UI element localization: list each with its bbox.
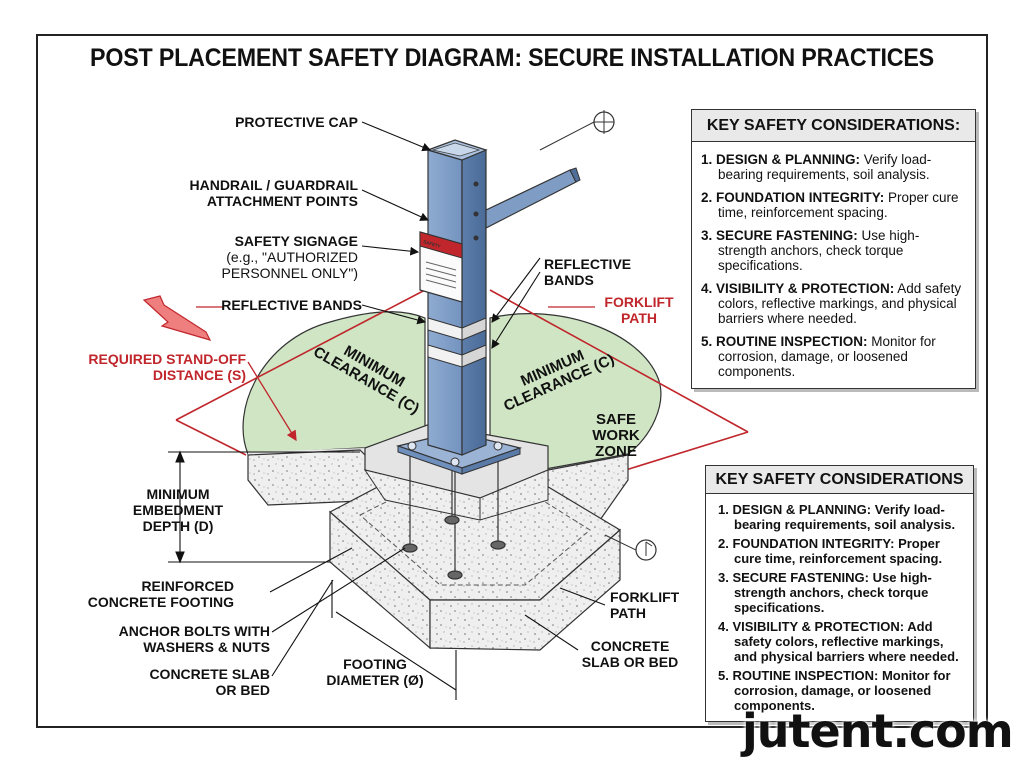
box1-item: 1. DESIGN & PLANNING: Verify load-bearin… xyxy=(692,152,967,182)
box1-item: 3. SECURE FASTENING: Use high-strength a… xyxy=(692,228,967,273)
label-standoff-line2: DISTANCE (S) xyxy=(152,367,246,383)
label-standoff-line1: REQUIRED STAND-OFF xyxy=(88,351,246,367)
label-safe-zone-line3: ZONE xyxy=(595,443,637,460)
safe-work-zone xyxy=(242,311,662,471)
label-concrete-slab-left: CONCRETE SLAB OR BED xyxy=(140,666,270,698)
label-forklift-path-red: FORKLIFT PATH xyxy=(598,294,680,326)
label-slab-right-line1: CONCRETE xyxy=(590,638,670,654)
label-anchor-line2: WASHERS & NUTS xyxy=(143,639,270,655)
forklift-direction-arrow xyxy=(142,295,212,341)
label-embedment-depth: MINIMUM EMBEDMENT DEPTH (D) xyxy=(126,486,230,534)
diagram-frame xyxy=(36,34,988,728)
box1-item-text: Proper cure time, reinforcement spacing. xyxy=(718,190,959,220)
label-forklift-red-line1: FORKLIFT xyxy=(604,294,674,310)
label-diameter-line2: DIAMETER (Ø) xyxy=(326,672,424,688)
box2-list: 1. DESIGN & PLANNING: Verify load-bearin… xyxy=(706,494,973,713)
anchor-bolts xyxy=(402,446,506,580)
box2-item: 4. VISIBILITY & PROTECTION: Add safety c… xyxy=(718,619,959,664)
label-forklift-black-line1: FORKLIFT xyxy=(610,589,680,605)
box1-heading: KEY SAFETY CONSIDERATIONS: xyxy=(692,110,975,142)
box1-item-lead: 5. ROUTINE INSPECTION: xyxy=(701,334,868,349)
label-forklift-red-line2: PATH xyxy=(620,310,658,326)
label-diameter-line1: FOOTING xyxy=(343,656,407,672)
box2-item: 1. DESIGN & PLANNING: Verify load-bearin… xyxy=(718,502,956,532)
label-slab-left-line2: OR BED xyxy=(215,682,270,698)
section-marker-top xyxy=(539,110,615,151)
box1-list: 1. DESIGN & PLANNING: Verify load-bearin… xyxy=(692,142,975,379)
safety-sign: SAFETY xyxy=(419,231,463,303)
embedment-depth-dimension xyxy=(168,450,360,564)
watermark: jutent.com xyxy=(742,704,1014,758)
standoff-leader xyxy=(196,306,595,442)
label-reinforced-footing: REINFORCED CONCRETE FOOTING xyxy=(80,578,234,610)
label-concrete-slab-right: CONCRETE SLAB OR BED xyxy=(578,638,682,670)
box1-item-lead: 3. SECURE FASTENING: xyxy=(701,228,858,243)
key-safety-box-primary: KEY SAFETY CONSIDERATIONS: 1. DESIGN & P… xyxy=(691,109,976,389)
box2-item: 5. ROUTINE INSPECTION: Monitor for corro… xyxy=(718,668,951,713)
label-slab-left-line1: CONCRETE SLAB xyxy=(149,666,270,682)
box2-item: 3. SECURE FASTENING: Use high-strength a… xyxy=(718,570,932,615)
label-forklift-path-black: FORKLIFT PATH xyxy=(610,589,679,621)
box1-item-lead: 1. DESIGN & PLANNING: xyxy=(701,152,861,167)
label-standoff-distance: REQUIRED STAND-OFF DISTANCE (S) xyxy=(60,351,246,383)
label-reflective-right-line2: BANDS xyxy=(544,272,594,288)
footing-diameter-dimension xyxy=(331,580,457,700)
section-marker-right xyxy=(604,534,657,561)
box1-item: 5. ROUTINE INSPECTION: Monitor for corro… xyxy=(692,334,967,379)
box2-item: 2. FOUNDATION INTEGRITY: Proper cure tim… xyxy=(718,536,943,566)
label-safe-work-zone: SAFE WORK ZONE xyxy=(585,412,647,460)
box1-item-lead: 4. VISIBILITY & PROTECTION: xyxy=(701,281,895,296)
label-signage-line1: SAFETY SIGNAGE xyxy=(234,233,358,249)
box1-item-text: Monitor for corrosion, damage, or loosen… xyxy=(718,334,936,379)
label-anchor-bolts: ANCHOR BOLTS WITH WASHERS & NUTS xyxy=(100,623,270,655)
label-reflective-bands-left: REFLECTIVE BANDS xyxy=(221,297,362,313)
label-handrail: HANDRAIL / GUARDRAIL ATTACHMENT POINTS xyxy=(160,177,358,209)
key-safety-box-secondary: KEY SAFETY CONSIDERATIONS 1. DESIGN & PL… xyxy=(705,465,974,722)
handrail xyxy=(485,167,581,229)
sign-header-text: SAFETY xyxy=(423,239,441,249)
page-title: POST PLACEMENT SAFETY DIAGRAM: SECURE IN… xyxy=(90,44,934,72)
label-embedment-line2: EMBEDMENT xyxy=(132,502,224,518)
label-embedment-line3: DEPTH (D) xyxy=(142,518,214,534)
box1-item: 2. FOUNDATION INTEGRITY: Proper cure tim… xyxy=(692,190,967,220)
label-slab-right-line2: SLAB OR BED xyxy=(581,654,679,670)
label-footing-line1: REINFORCED xyxy=(141,578,234,594)
steel-post xyxy=(426,139,488,456)
label-safety-signage: SAFETY SIGNAGE (e.g., "AUTHORIZED PERSON… xyxy=(196,233,358,281)
label-footing-diameter: FOOTING DIAMETER (Ø) xyxy=(320,656,430,688)
label-signage-line2: (e.g., "AUTHORIZED xyxy=(226,249,358,265)
label-anchor-line1: ANCHOR BOLTS WITH xyxy=(118,623,270,639)
label-handrail-line1: HANDRAIL / GUARDRAIL xyxy=(189,177,358,193)
label-reflective-bands-right: REFLECTIVE BANDS xyxy=(544,256,631,288)
box1-item-lead: 2. FOUNDATION INTEGRITY: xyxy=(701,190,885,205)
label-forklift-black-line2: PATH xyxy=(610,605,647,621)
box1-item-text: Verify load-bearing requirements, soil a… xyxy=(718,152,932,182)
box1-item: 4. VISIBILITY & PROTECTION: Add safety c… xyxy=(692,281,967,326)
box2-heading: KEY SAFETY CONSIDERATIONS xyxy=(706,466,973,494)
label-safe-zone-line1: SAFE xyxy=(595,411,636,428)
label-handrail-line2: ATTACHMENT POINTS xyxy=(206,193,358,209)
box1-item-text: Add safety colors, reflective markings, … xyxy=(718,281,962,326)
label-protective-cap: PROTECTIVE CAP xyxy=(235,114,358,130)
label-safe-zone-line2: WORK xyxy=(592,427,640,444)
box1-item-text: Use high-strength anchors, check torque … xyxy=(718,228,920,273)
label-embedment-line1: MINIMUM xyxy=(146,486,210,502)
label-footing-line2: CONCRETE FOOTING xyxy=(87,594,234,610)
label-reflective-right-line1: REFLECTIVE xyxy=(544,256,632,272)
label-signage-line3: PERSONNEL ONLY") xyxy=(221,265,358,281)
leader-lines xyxy=(269,121,606,677)
